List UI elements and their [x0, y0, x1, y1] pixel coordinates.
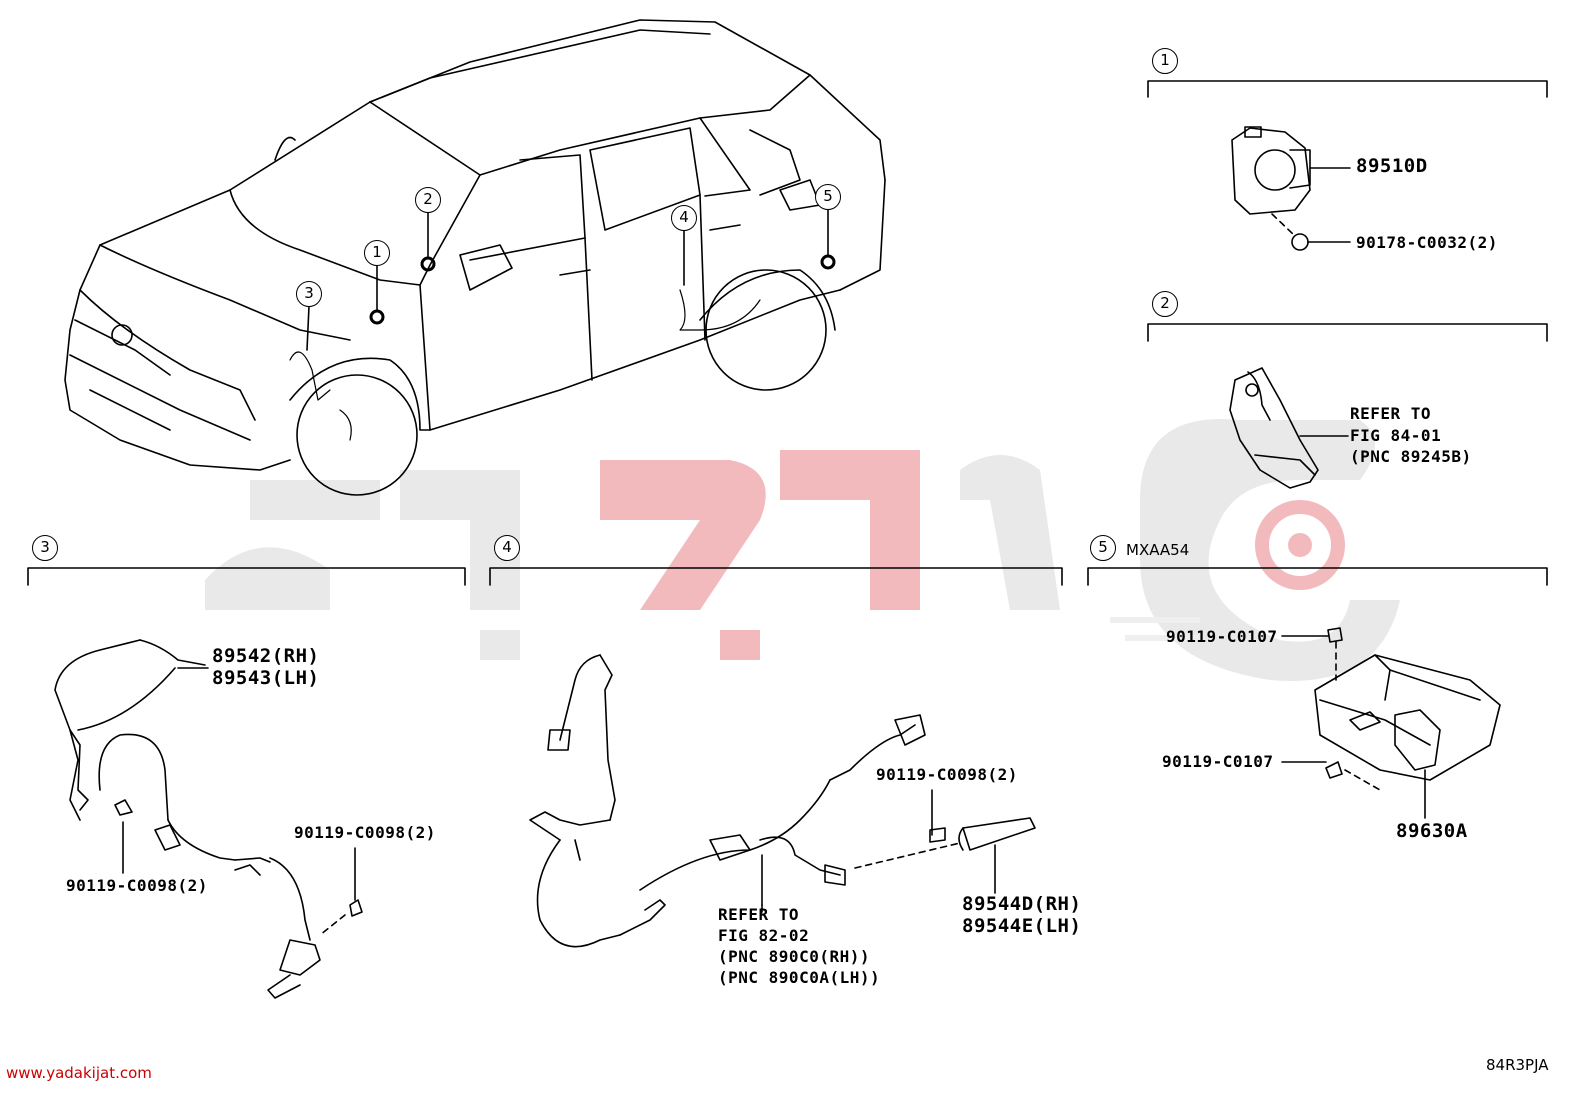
part-89630A-label[interactable]: 89630A: [1396, 820, 1468, 842]
part-89543-label[interactable]: 89543(LH): [212, 667, 320, 689]
part-90119-C0098-label-a[interactable]: 90119-C0098(2): [66, 876, 208, 895]
refer-fig-82-02-line3: (PNC 890C0(RH)): [718, 947, 870, 966]
car-callout-1: 1: [364, 240, 390, 266]
website-url[interactable]: www.yadakijat.com: [6, 1064, 152, 1082]
figure-id: 84R3PJA: [1486, 1056, 1549, 1074]
part-90178-label[interactable]: 90178-C0032(2): [1356, 233, 1498, 252]
part-harness-drawing: [529, 654, 1036, 948]
label-leaders: [177, 667, 763, 913]
part-89630A-drawing: [1281, 627, 1501, 819]
car-callout-3: 3: [296, 281, 322, 307]
vehicle-outline: [64, 19, 886, 496]
part-89544E-label[interactable]: 89544E(LH): [962, 915, 1082, 937]
car-callout-4: 4: [671, 205, 697, 231]
part-89245B-drawing: [1229, 367, 1349, 489]
car-callout-2: 2: [415, 187, 441, 213]
part-90119-C0098-label-b[interactable]: 90119-C0098(2): [294, 823, 436, 842]
refer-fig-84-01-line3: (PNC 89245B): [1350, 447, 1472, 466]
refer-fig-84-01-line1: REFER TO: [1350, 404, 1432, 423]
car-sensor-dots: [369, 254, 836, 325]
refer-fig-82-02-line1: REFER TO: [718, 905, 800, 924]
section-3-callout: 3: [32, 535, 58, 561]
refer-fig-82-02-line4: (PNC 890C0A(LH)): [718, 968, 881, 987]
car-callout-5: 5: [815, 184, 841, 210]
section-2-callout: 2: [1152, 291, 1178, 317]
section-1-callout: 1: [1152, 48, 1178, 74]
car-callout-leaders: [306, 208, 829, 351]
part-89510D-label[interactable]: 89510D: [1356, 155, 1428, 177]
part-90119-C0098-label-c[interactable]: 90119-C0098(2): [876, 765, 1018, 784]
part-90119-C0107-label-b[interactable]: 90119-C0107: [1162, 752, 1274, 771]
section-5-callout: 5: [1090, 535, 1116, 561]
part-89510D-drawing: [1231, 126, 1351, 251]
part-90119-C0107-label-a[interactable]: 90119-C0107: [1166, 627, 1278, 646]
section-4-callout: 4: [494, 535, 520, 561]
refer-fig-82-02-line2[interactable]: FIG 82-02: [718, 926, 810, 945]
part-89544D-label[interactable]: 89544D(RH): [962, 893, 1082, 915]
refer-fig-84-01-line2[interactable]: FIG 84-01: [1350, 426, 1442, 445]
part-89542-label[interactable]: 89542(RH): [212, 645, 320, 667]
part-89542-drawing: [54, 639, 363, 999]
section-brackets: [27, 80, 1548, 586]
section-5-model-note: MXAA54: [1126, 541, 1190, 559]
